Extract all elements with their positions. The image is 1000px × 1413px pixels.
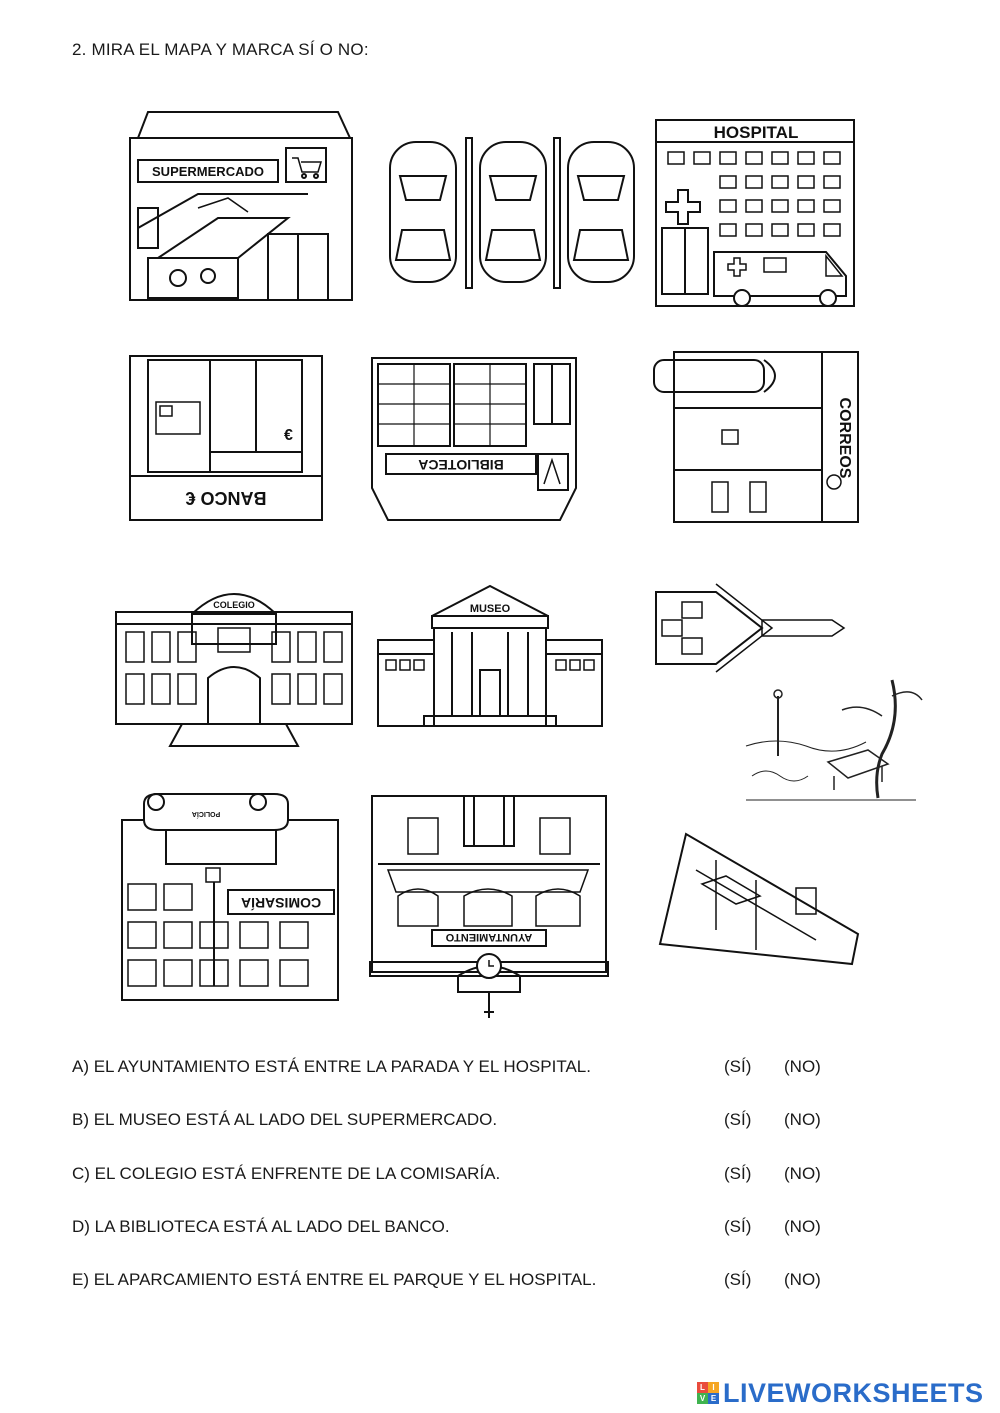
police-station-sign: COMISARÍA	[241, 895, 321, 911]
brand-name: LIVEWORKSHEETS	[723, 1377, 984, 1408]
police-car-label: POLICÍA	[192, 810, 220, 819]
school-illustration: COLEGIO	[112, 570, 356, 754]
ambulance-icon	[713, 251, 847, 307]
question-row: C) EL COLEGIO ESTÁ ENFRENTE DE LA COMISA…	[72, 1164, 872, 1188]
question-text: D) LA BIBLIOTECA ESTÁ AL LADO DEL BANCO.	[72, 1217, 450, 1236]
car-icon	[567, 141, 635, 283]
answer-si-option[interactable]: (SÍ)	[724, 1164, 752, 1183]
library-illustration: BIBLIOTECA	[368, 354, 580, 524]
question-text: E) EL APARCAMIENTO ESTÁ ENTRE EL PARQUE …	[72, 1270, 597, 1289]
bus-stop-illustration	[656, 830, 864, 970]
logo-letter: I	[708, 1382, 719, 1393]
worksheet-title: 2. MIRA EL MAPA Y MARCA SÍ O NO:	[72, 40, 369, 59]
museum-illustration: MUSEO	[374, 570, 606, 730]
question-text: C) EL COLEGIO ESTÁ ENFRENTE DE LA COMISA…	[72, 1164, 501, 1183]
question-row: D) LA BIBLIOTECA ESTÁ AL LADO DEL BANCO.…	[72, 1217, 872, 1241]
town-hall-sign: AYUNTAMIENTO	[445, 931, 532, 943]
svg-text:€: €	[284, 427, 293, 444]
house-church-illustration	[652, 580, 848, 696]
answer-no-option[interactable]: (NO)	[784, 1164, 821, 1183]
park-illustration	[742, 676, 924, 806]
police-station-illustration: POLICÍA COMISARÍA	[118, 790, 342, 1002]
museum-sign: MUSEO	[470, 603, 511, 615]
answer-si-option[interactable]: (SÍ)	[724, 1110, 752, 1129]
car-icon	[479, 141, 547, 283]
answer-si-option[interactable]: (SÍ)	[724, 1057, 752, 1076]
cross-icon	[665, 189, 701, 225]
question-row: B) EL MUSEO ESTÁ AL LADO DEL SUPERMERCAD…	[72, 1110, 872, 1134]
answer-si-option[interactable]: (SÍ)	[724, 1217, 752, 1236]
question-row: E) EL APARCAMIENTO ESTÁ ENTRE EL PARQUE …	[72, 1270, 872, 1294]
answer-no-option[interactable]: (NO)	[784, 1057, 821, 1076]
post-office-sign: CORREOS	[836, 398, 853, 479]
answer-no-option[interactable]: (NO)	[784, 1217, 821, 1236]
school-sign: COLEGIO	[213, 600, 255, 610]
answer-no-option[interactable]: (NO)	[784, 1110, 821, 1129]
logo-letter: L	[697, 1382, 708, 1393]
question-row: A) EL AYUNTAMIENTO ESTÁ ENTRE LA PARADA …	[72, 1057, 872, 1081]
logo-letter: E	[708, 1393, 719, 1404]
police-car-icon: POLICÍA	[143, 793, 289, 831]
car-icon	[389, 141, 457, 283]
answer-no-option[interactable]: (NO)	[784, 1270, 821, 1289]
supermarket-sign: SUPERMERCADO	[152, 164, 264, 179]
post-office-illustration: CORREOS	[650, 348, 860, 526]
supermarket-illustration: SUPERMERCADO	[118, 108, 358, 308]
bank-illustration: € BANCO €	[126, 352, 326, 524]
bank-sign: BANCO €	[185, 488, 266, 508]
hospital-illustration: HOSPITAL	[652, 116, 862, 308]
town-hall-illustration: AYUNTAMIENTO	[368, 792, 610, 1024]
question-text: A) EL AYUNTAMIENTO ESTÁ ENTRE LA PARADA …	[72, 1057, 591, 1076]
question-text: B) EL MUSEO ESTÁ AL LADO DEL SUPERMERCAD…	[72, 1110, 498, 1129]
parking-lot-illustration	[378, 120, 638, 300]
logo-letter: V	[697, 1393, 708, 1404]
library-sign: BIBLIOTECA	[418, 457, 504, 473]
liveworksheets-logo[interactable]: L I V E LIVEWORKSHEETS	[697, 1378, 984, 1408]
logo-icon: L I V E	[697, 1382, 719, 1404]
answer-si-option[interactable]: (SÍ)	[724, 1270, 752, 1289]
hospital-sign: HOSPITAL	[714, 123, 799, 142]
